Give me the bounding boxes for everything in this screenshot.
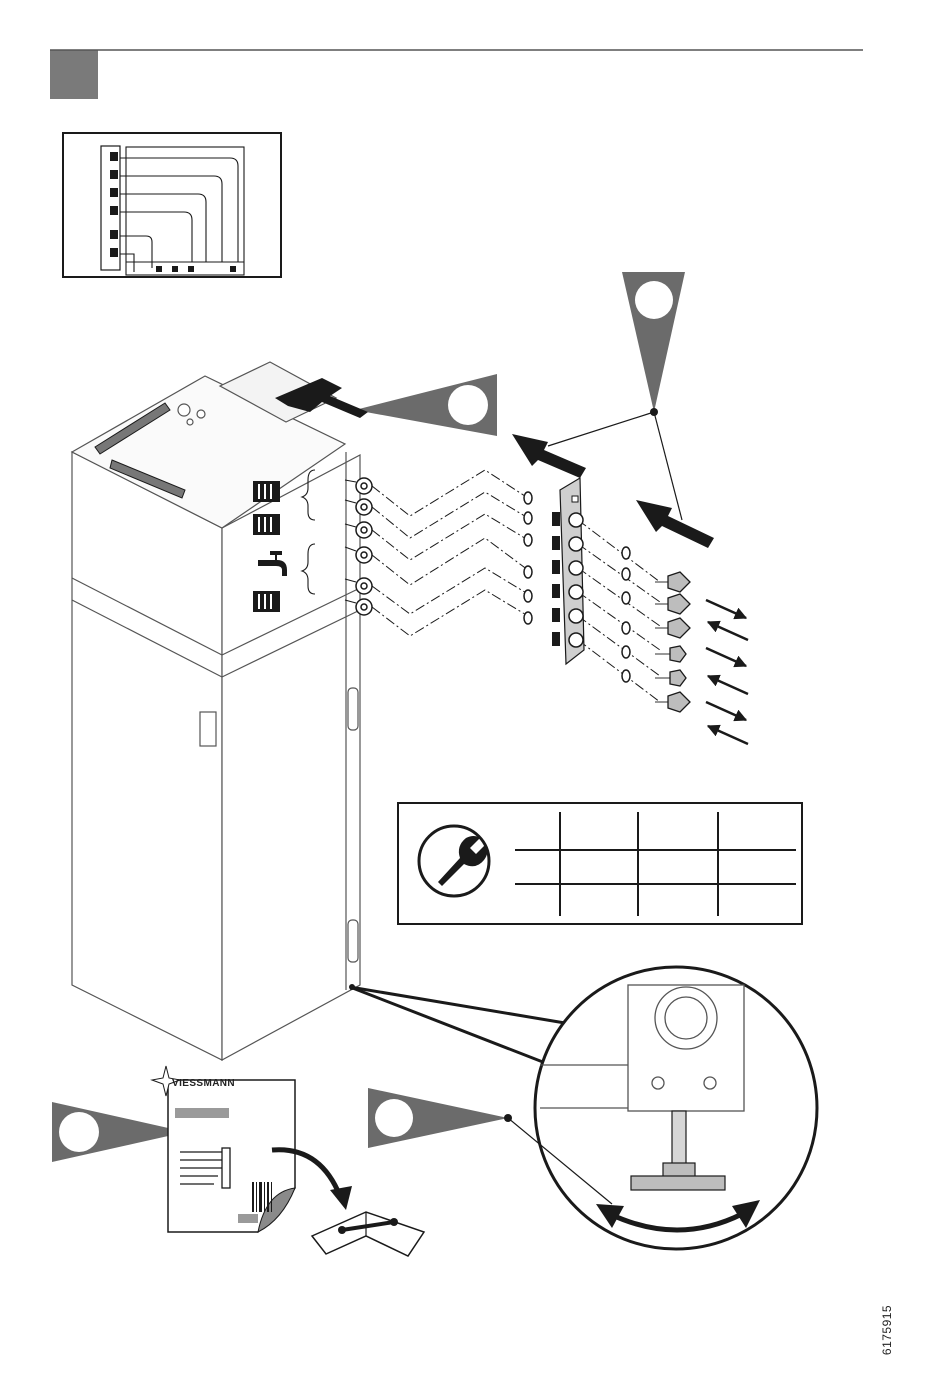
callout-marker bbox=[52, 1102, 186, 1162]
overview-diagram bbox=[63, 133, 281, 277]
torque-table bbox=[398, 803, 802, 924]
connection-paths bbox=[372, 470, 660, 702]
step-marker bbox=[50, 50, 98, 99]
document-number: 6175915 bbox=[872, 1290, 902, 1370]
pipe-fittings bbox=[668, 572, 690, 712]
flow-arrow-icon bbox=[636, 500, 714, 548]
flow-direction-arrows bbox=[706, 600, 748, 744]
connection-pipe-header bbox=[552, 478, 584, 664]
brand-logo: VIESSMANN bbox=[148, 1066, 258, 1102]
flow-arrow-icon bbox=[512, 434, 586, 478]
manual-book-icon bbox=[312, 1212, 424, 1256]
callout-marker bbox=[548, 272, 685, 520]
document-number-label: 6175915 bbox=[880, 1305, 894, 1355]
brand-logo-text: VIESSMANN bbox=[172, 1078, 235, 1089]
page-header bbox=[50, 50, 863, 99]
callout-marker bbox=[355, 374, 497, 436]
